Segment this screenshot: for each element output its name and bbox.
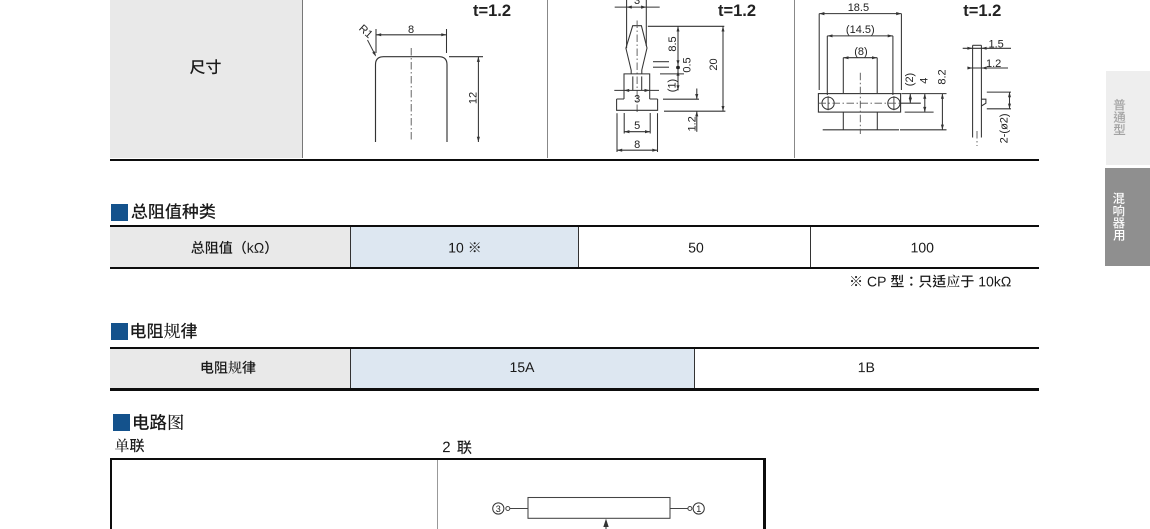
svg-text:3: 3 [634, 93, 640, 105]
svg-text:1.2: 1.2 [986, 58, 1001, 70]
svg-text:(2): (2) [904, 73, 916, 86]
svg-text:1: 1 [696, 504, 701, 514]
svg-text:(8): (8) [854, 46, 867, 58]
svg-text:3: 3 [496, 504, 501, 514]
svg-text:(14.5): (14.5) [846, 24, 875, 36]
svg-text:12: 12 [467, 92, 479, 104]
svg-text:(1): (1) [666, 79, 678, 92]
svg-text:8.5: 8.5 [667, 36, 679, 51]
svg-text:R1: R1 [356, 23, 374, 41]
svg-text:18.5: 18.5 [848, 2, 869, 14]
svg-text:1.2: 1.2 [686, 116, 698, 131]
svg-text:5: 5 [634, 120, 640, 132]
svg-text:2-(ø2): 2-(ø2) [999, 113, 1011, 143]
svg-text:20: 20 [708, 58, 720, 70]
svg-text:8: 8 [408, 24, 414, 36]
svg-text:4: 4 [918, 78, 930, 84]
svg-text:3: 3 [634, 0, 640, 7]
svg-text:t=1.2: t=1.2 [473, 2, 511, 20]
svg-text:8: 8 [634, 139, 640, 151]
svg-text:0.5: 0.5 [682, 57, 694, 72]
svg-text:t=1.2: t=1.2 [718, 2, 756, 20]
svg-text:1.5: 1.5 [989, 38, 1004, 50]
svg-text:t=1.2: t=1.2 [963, 2, 1001, 20]
svg-text:8.2: 8.2 [937, 69, 949, 84]
